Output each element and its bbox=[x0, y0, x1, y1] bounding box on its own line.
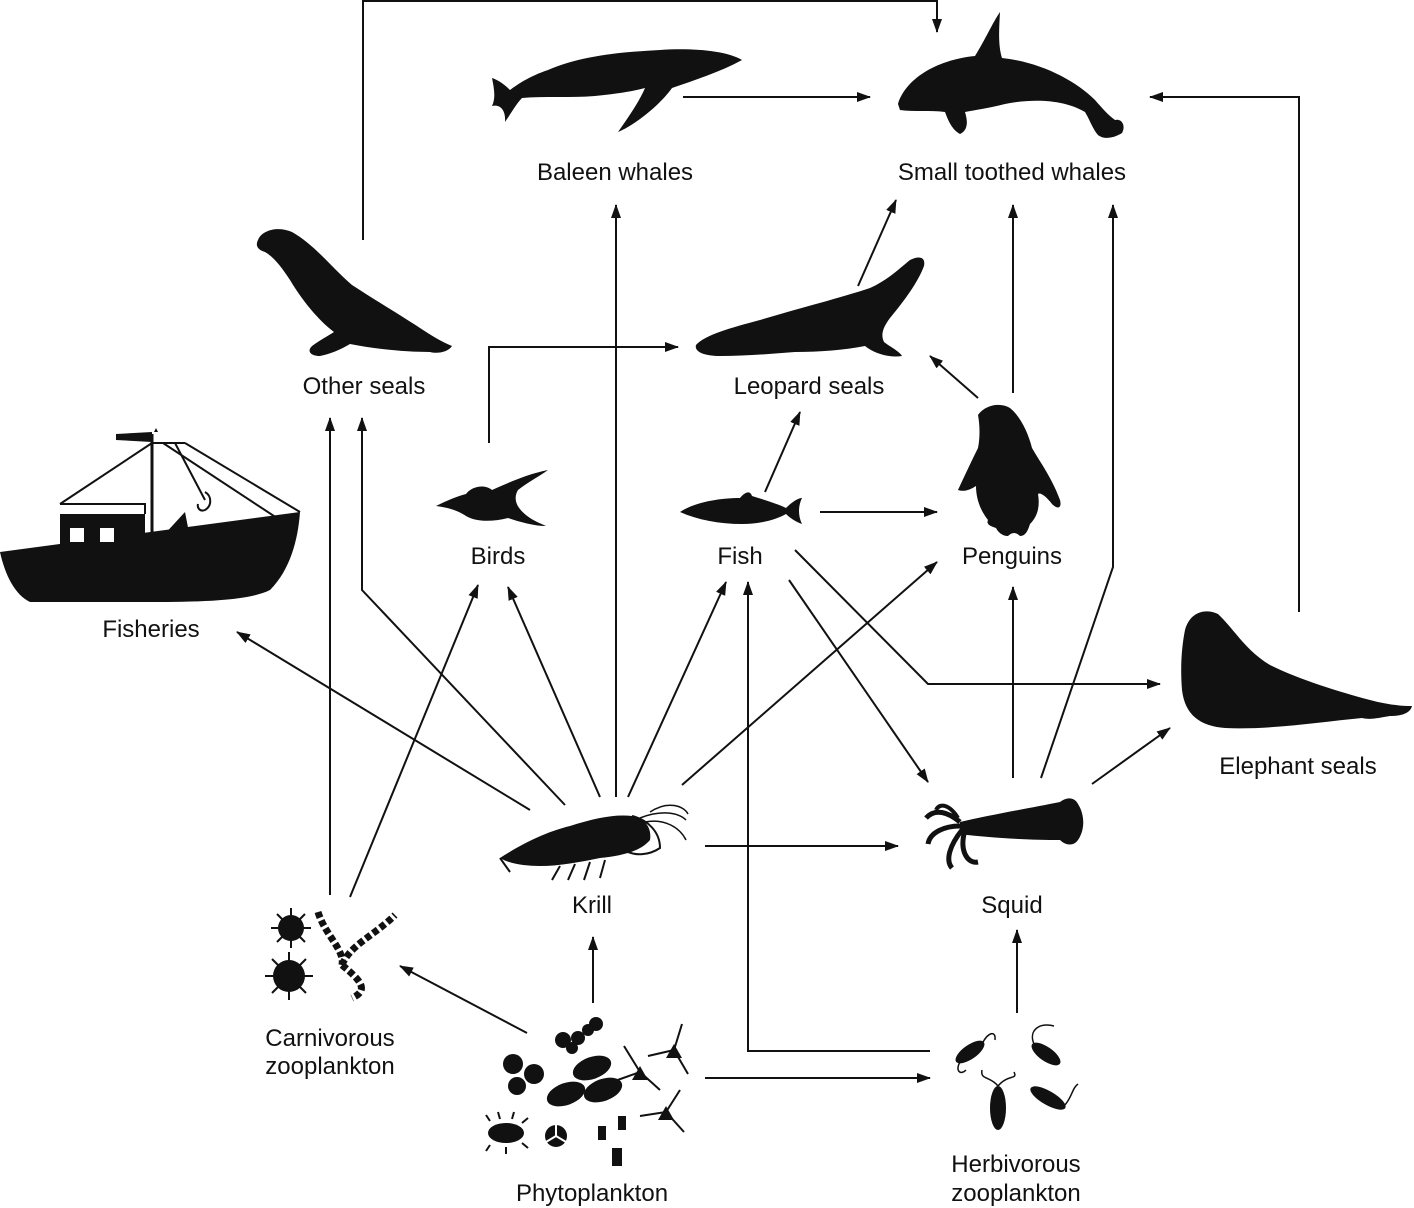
toothed-whale-icon bbox=[898, 12, 1124, 138]
carnivorous-zooplankton-label-line1: Carnivorous bbox=[265, 1025, 394, 1052]
edge-fish-to-squid bbox=[788, 579, 929, 783]
edge-carnivorous-zooplankton-to-birds bbox=[349, 584, 479, 898]
edge-krill-to-other-seals bbox=[357, 417, 566, 806]
node-birds: Birds bbox=[436, 470, 548, 570]
node-fish: Fish bbox=[680, 492, 802, 570]
fisheries-label: Fisheries bbox=[102, 616, 199, 643]
edge-phytoplankton-to-carnivorous-zooplankton bbox=[399, 965, 528, 1034]
node-other-seals: Other seals bbox=[256, 229, 452, 400]
fish-icon bbox=[680, 492, 802, 524]
phytoplankton-icon bbox=[485, 1017, 689, 1166]
edge-krill-to-fish bbox=[627, 581, 727, 798]
node-phytoplankton: Phytoplankton bbox=[485, 1017, 689, 1207]
fish-label: Fish bbox=[717, 543, 762, 570]
edge-fish-to-elephant-seals bbox=[794, 549, 1161, 689]
krill-icon bbox=[499, 804, 689, 881]
baleen-whale-icon bbox=[492, 49, 742, 132]
edge-other-seals-to-small-toothed-whales bbox=[362, 0, 942, 240]
edge-krill-to-penguins bbox=[681, 561, 938, 786]
node-fisheries: Fisheries bbox=[0, 428, 301, 643]
edge-elephant-seals-to-small-toothed-whales bbox=[1149, 92, 1300, 612]
squid-icon bbox=[924, 798, 1084, 870]
squid-label: Squid bbox=[981, 892, 1042, 919]
edge-squid-to-small-toothed-whales bbox=[1040, 204, 1118, 779]
node-small-toothed-whales: Small toothed whales bbox=[898, 12, 1126, 186]
carnivorous-zooplankton-label-line2: zooplankton bbox=[265, 1053, 394, 1080]
herbivorous-zooplankton-icon bbox=[955, 1024, 1079, 1130]
edge-leopard-seals-to-small-toothed-whales bbox=[857, 199, 897, 287]
seal-icon bbox=[256, 229, 452, 356]
edge-krill-to-birds bbox=[507, 586, 601, 798]
herbivorous-zooplankton-label-line2: zooplankton bbox=[951, 1180, 1080, 1207]
leopard-seals-label: Leopard seals bbox=[734, 373, 885, 400]
edge-squid-to-elephant-seals bbox=[1091, 727, 1171, 785]
edge-fish-to-leopard-seals bbox=[764, 411, 801, 493]
small-toothed-whales-label: Small toothed whales bbox=[898, 159, 1126, 186]
edges bbox=[236, 0, 1300, 1083]
elephant-seal-icon bbox=[1181, 611, 1412, 729]
node-elephant-seals: Elephant seals bbox=[1181, 611, 1412, 780]
carnivorous-zooplankton-icon bbox=[265, 908, 398, 1002]
krill-label: Krill bbox=[572, 892, 612, 919]
edge-herbivorous-zooplankton-to-fish bbox=[743, 581, 930, 1052]
other-seals-label: Other seals bbox=[303, 373, 426, 400]
edge-penguins-to-leopard-seals bbox=[929, 355, 979, 399]
baleen-whales-label: Baleen whales bbox=[537, 159, 693, 186]
elephant-seals-label: Elephant seals bbox=[1219, 753, 1376, 780]
penguins-label: Penguins bbox=[962, 543, 1062, 570]
node-carnivorous-zooplankton: Carnivorous zooplankton bbox=[265, 908, 398, 1080]
bird-icon bbox=[436, 470, 548, 526]
node-baleen-whales: Baleen whales bbox=[492, 49, 742, 186]
node-herbivorous-zooplankton: Herbivorous zooplankton bbox=[951, 1024, 1081, 1207]
fishing-boat-icon bbox=[0, 428, 301, 602]
penguin-icon bbox=[958, 404, 1061, 536]
node-krill: Krill bbox=[499, 804, 689, 919]
herbivorous-zooplankton-label-line1: Herbivorous bbox=[951, 1151, 1080, 1178]
edge-birds-to-leopard-seals bbox=[488, 342, 679, 443]
phytoplankton-label: Phytoplankton bbox=[516, 1180, 668, 1207]
edge-krill-to-fisheries bbox=[236, 631, 531, 811]
node-squid: Squid bbox=[924, 798, 1084, 919]
leopard-seal-icon bbox=[695, 257, 925, 357]
birds-label: Birds bbox=[471, 543, 526, 570]
node-leopard-seals: Leopard seals bbox=[695, 257, 925, 400]
node-penguins: Penguins bbox=[958, 404, 1062, 570]
